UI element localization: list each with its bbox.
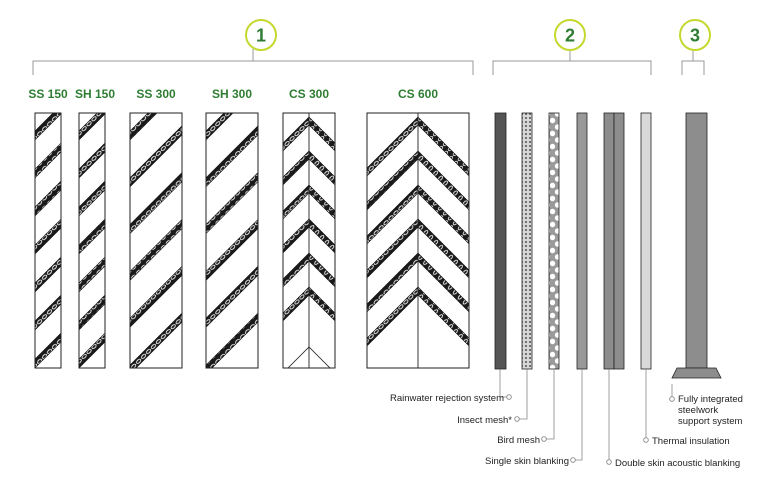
louvre-panel-ss300 [129,112,183,369]
component-label-bird-mesh: Bird mesh [497,435,540,446]
louvre-panel-cs600 [366,112,470,369]
dark-solid-panel-icon [494,112,507,370]
louvre-blade [79,180,105,217]
louvre-blade [206,312,258,368]
louvre-blade [79,142,105,179]
group-bracket-1 [32,49,474,75]
double-blanking-panel-icon [603,112,625,370]
louvre-blade [130,312,182,368]
louvre-panel-sh300 [205,112,259,369]
louvre-blade [79,218,105,255]
support-label-line-2: steelwork [678,405,718,416]
steel-support-post-icon [671,112,722,379]
support-label-line-1: Fully integrated [678,394,743,405]
leader-dots [506,394,675,465]
louvre-blade [130,265,182,328]
louvre-blade [79,294,105,331]
support-label-line-3: support system [678,416,742,427]
louvre-blade [35,113,61,141]
group-bracket-3 [681,49,705,75]
fine-mesh-panel-icon [521,112,533,370]
louvre-blade [79,332,105,368]
group-bracket-2 [492,49,652,75]
group-number-1: 1 [256,26,266,46]
louvre-label-cs600: CS 600 [398,87,438,101]
louvre-blade [130,172,182,235]
louvre-blade [206,125,258,188]
insulation-panel-icon [640,112,652,370]
louvre-blade [130,218,182,281]
louvre-label-sh150: SH 150 [75,87,115,101]
group-badge-1: 1 [245,19,277,51]
louvre-panel-cs300 [282,112,336,369]
group-badge-3: 3 [679,19,711,51]
single-blanking-panel-icon [576,112,588,370]
louvre-blade [35,332,61,368]
component-label-insect-mesh: Insect mesh* [457,415,512,426]
louvre-blade [79,113,105,141]
louvre-blade [35,294,61,331]
louvre-blade [79,256,105,293]
louvre-blade [35,256,61,293]
louvre-panel-sh150 [78,112,106,369]
louvre-blade [130,125,182,188]
component-label-thermal: Thermal insulation [652,436,730,447]
louvre-blade [206,265,258,328]
component-label-double-skin: Double skin acoustic blanking [615,458,740,469]
leader-lines [499,369,673,461]
group-number-3: 3 [690,26,700,46]
louvre-label-cs300: CS 300 [289,87,329,101]
louvre-blade [206,218,258,281]
louvre-label-sh300: SH 300 [212,87,252,101]
louvre-blade [206,113,234,141]
group-number-2: 2 [565,26,575,46]
louvre-blade [35,180,61,217]
louvre-blade [130,113,158,141]
louvre-label-ss300: SS 300 [136,87,176,101]
louvre-blade [35,218,61,255]
louvre-blade [206,172,258,235]
bird-mesh-panel-icon [548,112,560,370]
component-label-single-skin: Single skin blanking [485,456,569,467]
group-badge-2: 2 [554,19,586,51]
louvre-blade [35,142,61,179]
component-label-rainwater: Rainwater rejection system [390,393,504,404]
component-panels [494,112,652,370]
louvre-panel-ss150 [34,112,62,369]
louvre-label-ss150: SS 150 [28,87,68,101]
louvre-panels [34,112,470,369]
